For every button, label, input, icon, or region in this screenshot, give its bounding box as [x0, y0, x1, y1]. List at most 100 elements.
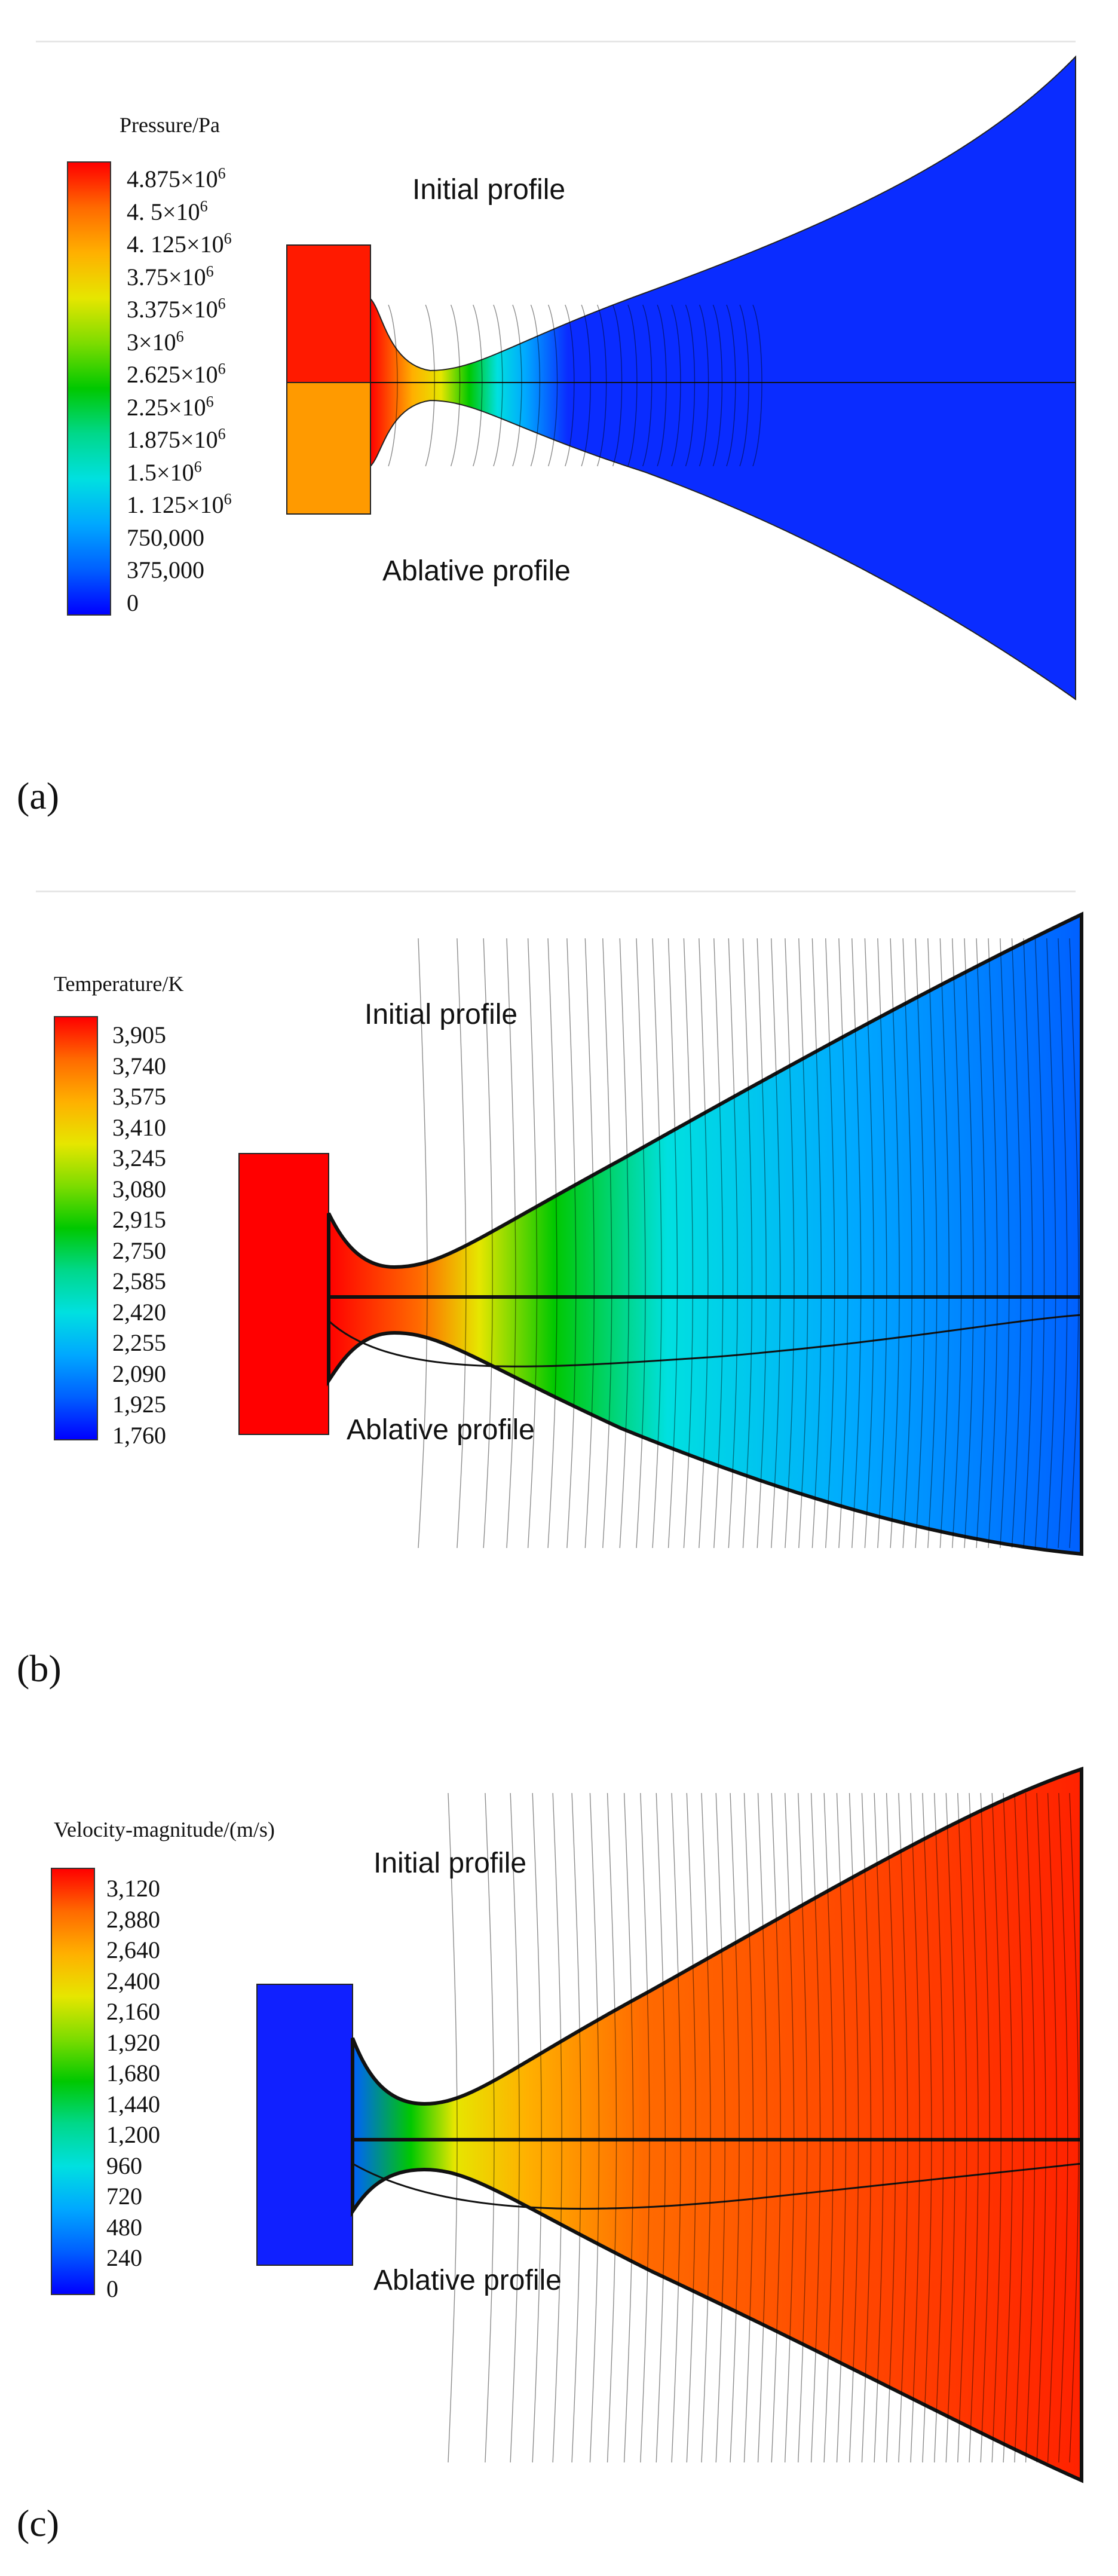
contour-line — [699, 304, 709, 467]
contour-line — [952, 938, 962, 1549]
contour-line — [388, 304, 398, 467]
contour-line — [1034, 938, 1045, 1549]
ablative-profile-label: Ablative profile — [373, 2265, 562, 2296]
colorbar — [51, 1868, 95, 2295]
contour-line — [823, 1792, 834, 2463]
contour-line — [1014, 1792, 1024, 2463]
contour-line — [607, 1792, 617, 2463]
contour-line — [685, 304, 696, 467]
contour-line — [652, 938, 662, 1549]
colorbar-title: Velocity-magnitude/(m/s) — [54, 1818, 275, 1841]
contour-line — [976, 938, 986, 1549]
contour-line — [530, 304, 541, 467]
contour-line — [742, 938, 753, 1549]
colorbar-tick-label: 0 — [127, 589, 139, 616]
colorbar-tick-label: 1,925 — [112, 1391, 166, 1418]
nozzle-upper — [351, 1766, 1083, 2141]
contour-line — [784, 1792, 795, 2463]
colorbar-tick-label: 375,000 — [127, 556, 204, 583]
colorbar-title: Pressure/Pa — [120, 113, 220, 137]
contour-line — [739, 304, 749, 467]
initial-profile-label: Initial profile — [412, 174, 566, 206]
contour-line — [448, 1792, 458, 2463]
contour-line — [602, 938, 612, 1549]
colorbar-tick-label: 2,640 — [106, 1936, 160, 1963]
colorbar-tick-label: 3×106 — [127, 328, 184, 356]
contour-line — [552, 1792, 562, 2463]
contour-line — [418, 938, 428, 1549]
contour-line — [969, 1792, 979, 2463]
contour-line — [915, 938, 925, 1549]
contour-line — [642, 304, 653, 467]
colorbar-tick-label: 3,740 — [112, 1052, 166, 1079]
initial-profile-label: Initial profile — [373, 1847, 527, 1879]
velocity-contour-field — [256, 1766, 1083, 2483]
contour-line — [485, 1792, 495, 2463]
contour-line — [890, 938, 900, 1549]
contour-line — [861, 1792, 872, 2463]
colorbar-tick-label: 1,760 — [112, 1421, 166, 1449]
ablative-inner-boundary — [327, 1314, 1082, 1367]
divider — [36, 41, 1076, 42]
contour-line — [493, 304, 503, 467]
colorbar-tick-label: 2,255 — [112, 1329, 166, 1356]
contour-line — [657, 304, 667, 467]
colorbar-tick-label: 1. 125×106 — [127, 490, 232, 518]
nozzle-lower — [327, 1295, 1083, 1556]
contour-line — [798, 938, 808, 1549]
colorbar-tick-label: 2,400 — [106, 1967, 160, 1994]
colorbar-tick-label: 3,575 — [112, 1083, 166, 1110]
contour-line — [510, 1792, 520, 2463]
colorbar-tick-label: 960 — [106, 2152, 142, 2179]
contour-line — [728, 938, 738, 1549]
contour-line — [922, 1792, 932, 2463]
colorbar-tick-label: 4. 125×106 — [127, 230, 232, 258]
contour-line — [1003, 1792, 1013, 2463]
colorbar-tick-label: 2,420 — [112, 1298, 166, 1326]
contour-line — [589, 1792, 600, 2463]
contour-line — [927, 938, 938, 1549]
contour-line — [1036, 1792, 1046, 2463]
colorbar-title: Temperature/K — [54, 972, 184, 996]
contour-line — [1046, 938, 1056, 1549]
colorbar-tick-label: 1,920 — [106, 2029, 160, 2056]
colorbar-tick-label: 3.75×106 — [127, 262, 214, 290]
colorbar-tick-label: 2,585 — [112, 1268, 166, 1295]
contour-line — [584, 938, 595, 1549]
contour-line — [1023, 938, 1033, 1549]
contour-line — [425, 304, 435, 467]
contour-line — [619, 938, 629, 1549]
contour-line — [874, 1792, 884, 2463]
contour-line — [945, 1792, 955, 2463]
colorbar-tick-label: 480 — [106, 2213, 142, 2241]
nozzle-lower — [370, 382, 1076, 700]
contour-line — [532, 1792, 542, 2463]
nozzle-upper — [370, 55, 1076, 383]
contour-line — [612, 304, 623, 467]
colorbar-tick-label: 2,880 — [106, 1905, 160, 1933]
contour-line — [730, 1792, 740, 2463]
contour-line — [877, 938, 887, 1549]
temperature-contour-field — [238, 911, 1083, 1556]
contour-line — [547, 304, 558, 467]
contour-line — [667, 938, 678, 1549]
chamber — [238, 1153, 329, 1435]
divider — [36, 891, 1076, 892]
contour-line — [450, 304, 461, 467]
contour-line — [991, 1792, 1001, 2463]
colorbar-tick-label: 2.25×106 — [127, 393, 214, 421]
contour-line — [1058, 938, 1068, 1549]
colorbar-tick-label: 2,915 — [112, 1206, 166, 1233]
colorbar-tick-label: 2,090 — [112, 1360, 166, 1387]
contour-line — [743, 1792, 754, 2463]
ablative-inner-boundary — [352, 2162, 1082, 2210]
colorbar-tick-label: 240 — [106, 2244, 142, 2271]
contour-line — [701, 1792, 711, 2463]
contour-line — [547, 938, 558, 1549]
colorbar-tick-label: 720 — [106, 2183, 142, 2210]
contour-line — [640, 1792, 650, 2463]
contour-line — [988, 938, 998, 1549]
contour-line — [713, 938, 724, 1549]
